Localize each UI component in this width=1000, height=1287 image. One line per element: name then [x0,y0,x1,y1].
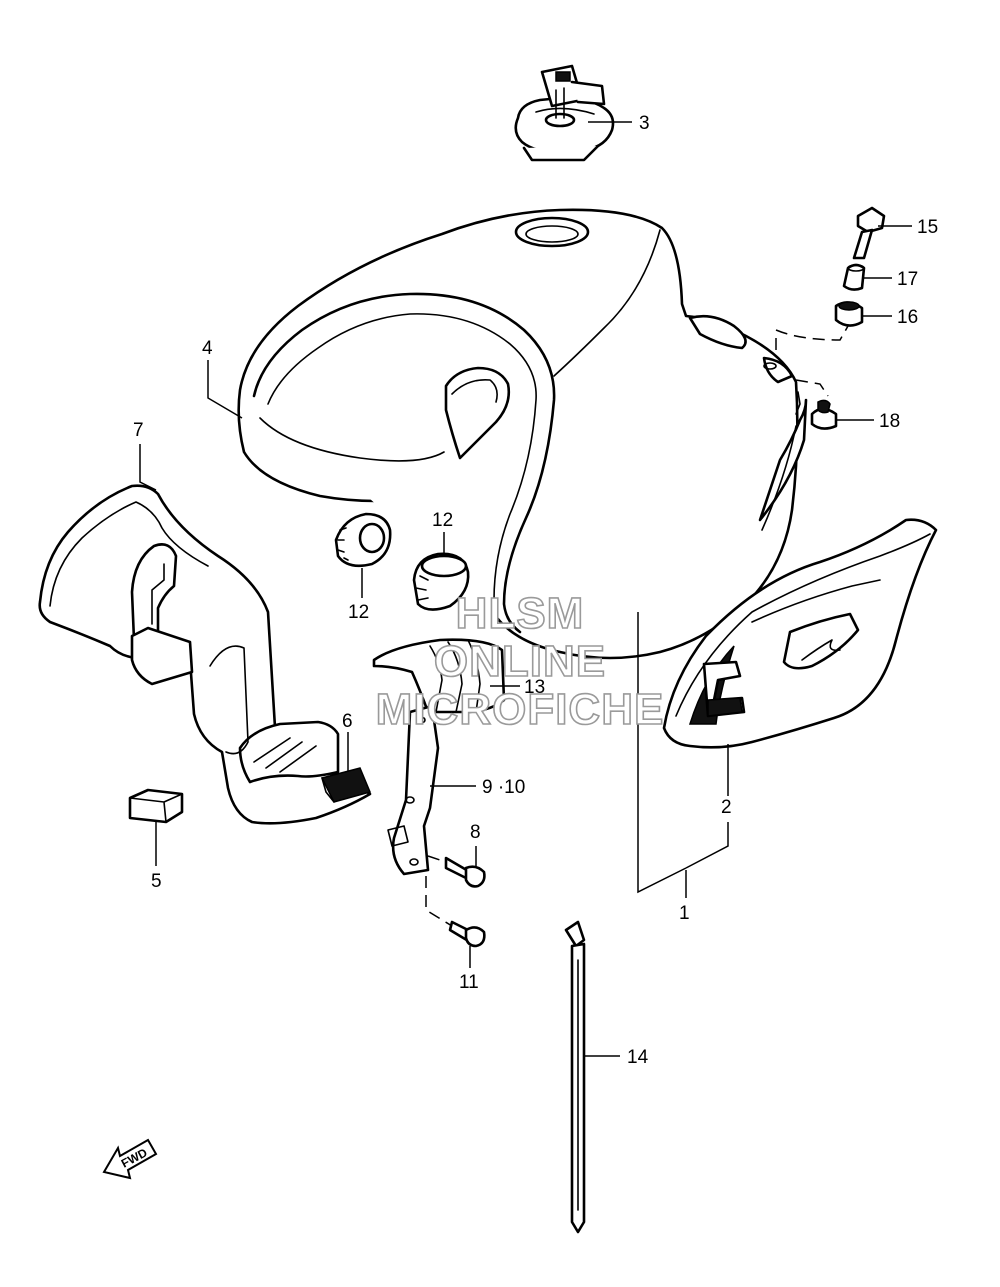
cushion-18-part[interactable] [810,399,838,430]
tank-decal-part[interactable] [662,518,938,749]
grommet-16-part[interactable] [834,301,864,327]
callout-2: 2 [721,797,732,818]
callout-5: 5 [151,871,162,892]
bolt-15-part[interactable] [852,206,886,260]
watermark-line-1: HLSM [456,589,585,638]
callout-4: 4 [202,338,213,359]
watermark-line-2: ONLINE [434,637,606,686]
rubber-cushion-part[interactable] [128,788,184,824]
left-cover-part[interactable] [38,484,372,825]
callout-14: 14 [627,1047,649,1068]
callouts: 3 15 17 16 18 4 7 12 12 13 6 9 ·10 8 5 1… [133,113,938,1068]
cushion-12a-part[interactable] [334,512,392,568]
callout-12a: 12 [348,602,369,623]
callout-7: 7 [133,420,144,441]
callout-8: 8 [470,822,481,843]
bolt-8-part[interactable] [444,856,486,888]
watermark: HLSM ONLINE MICROFICHE [375,588,665,735]
forward-arrow-icon: FWD [102,1138,158,1180]
watermark-line-3: MICROFICHE [376,685,665,734]
callout-1: 1 [679,903,690,924]
fuel-tank-part[interactable] [237,208,808,660]
callout-16: 16 [897,307,918,328]
callout-11: 11 [459,972,479,993]
alignment-lines [425,325,849,927]
callout-3: 3 [639,113,650,134]
callout-9-10: 9 ·10 [482,777,525,798]
callout-15: 15 [917,217,938,238]
callout-13: 13 [524,677,545,698]
cable-tie-part[interactable] [564,920,586,1234]
leader-lines [139,121,912,1057]
callout-17: 17 [897,269,918,290]
callout-6: 6 [342,711,353,732]
callout-12b: 12 [432,510,453,531]
tank-cushion-part[interactable] [372,638,506,714]
collar-17-part[interactable] [842,263,866,291]
bracket-part[interactable] [387,704,440,876]
bolt-11-part[interactable] [448,920,486,948]
callout-18: 18 [879,411,900,432]
fuel-cap-part[interactable] [514,64,615,162]
cushion-12b-part[interactable] [412,552,470,611]
